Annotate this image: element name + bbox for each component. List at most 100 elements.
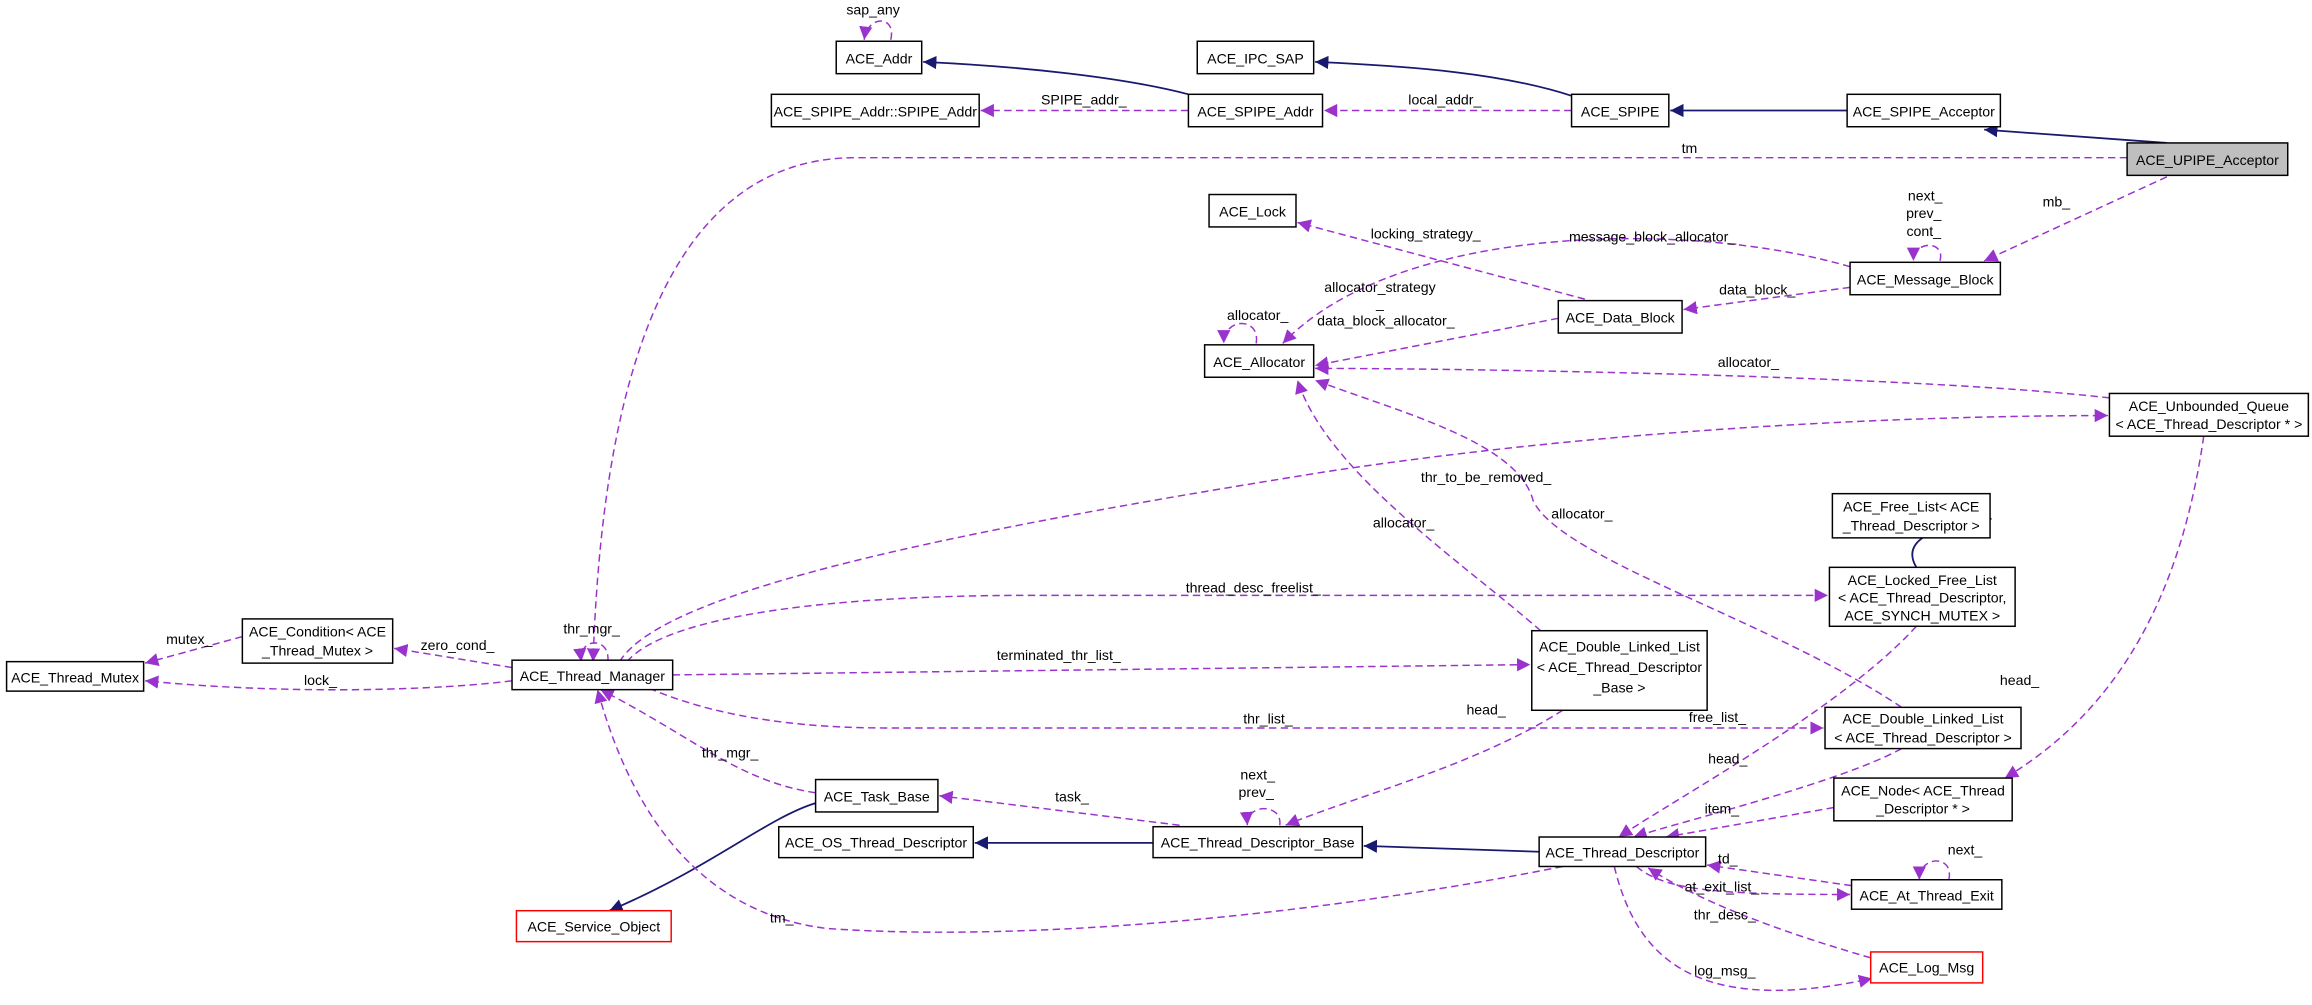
nodes: ACE_Addr ACE_IPC_SAP ACE_SPIPE_Addr::SPI…	[5, 40, 2310, 984]
edge-ate-self	[1912, 860, 1951, 880]
node-task-base[interactable]: ACE_Task_Base	[814, 778, 939, 813]
node-label: ACE_SYNCH_MUTEX >	[1844, 607, 2000, 623]
node-ace-spipe[interactable]: ACE_SPIPE	[1570, 93, 1670, 128]
label-local-addr: local_addr_	[1408, 92, 1482, 108]
node-label: ACE_Double_Linked_List	[1843, 711, 2004, 727]
node-label: ACE_Unbounded_Queue	[2129, 398, 2289, 414]
node-label: ACE_Data_Block	[1566, 310, 1676, 326]
node-ace-addr[interactable]: ACE_Addr	[835, 40, 923, 75]
label-thr-mgr: thr_mgr_	[702, 744, 760, 760]
node-condition[interactable]: ACE_Condition< ACE_Thread_Mutex >	[241, 618, 394, 664]
edge-td-tm	[594, 689, 1563, 933]
label-dll-td-allocator: allocator_	[1551, 506, 1613, 522]
edge-task-base-to-service-object	[608, 802, 816, 912]
node-label: _Descriptor * >	[1875, 800, 1970, 816]
node-ace-node[interactable]: ACE_Node< ACE_Thread_Descriptor * >	[1833, 777, 2013, 822]
node-label: ACE_Log_Msg	[1879, 960, 1974, 976]
node-ace-message-block[interactable]: ACE_Message_Block	[1849, 261, 2002, 296]
node-label: ACE_SPIPE_Addr	[1197, 103, 1313, 119]
node-os-thread-descriptor[interactable]: ACE_OS_Thread_Descriptor	[778, 825, 975, 859]
label-at-exit-list: at_exit_list_	[1685, 879, 1761, 895]
label-mb: mb_	[2043, 193, 2072, 209]
label-message-block-allocator: message_block_allocator_	[1569, 229, 1737, 245]
node-log-msg[interactable]: ACE_Log_Msg	[1869, 951, 1984, 984]
label-data-block: data_block_	[1719, 282, 1796, 298]
label-allocator-strategy-cont: _	[1375, 295, 1385, 311]
node-label: ACE_Condition< ACE	[249, 624, 386, 640]
node-label: ACE_Free_List< ACE	[1843, 498, 1979, 514]
edge-task-thr-mgr	[600, 688, 816, 794]
node-label: _Base >	[1592, 680, 1645, 696]
label-allocator-strategy: allocator_strategy	[1324, 279, 1436, 295]
edge-thr-mgr-self	[573, 642, 609, 662]
edge-tm	[586, 156, 2128, 662]
label-locking-strategy: locking_strategy_	[1371, 226, 1482, 242]
edge-spipe-addr-to-addr	[923, 55, 1189, 96]
label-log-msg: log_msg_	[1694, 963, 1756, 979]
node-ace-allocator[interactable]: ACE_Allocator	[1203, 344, 1315, 378]
edge-log-msg	[1613, 866, 1873, 992]
label-queue-allocator: allocator_	[1718, 354, 1780, 370]
node-label: < ACE_Thread_Descriptor	[1537, 659, 1703, 675]
node-label: ACE_SPIPE_Addr::SPIPE_Addr	[774, 103, 978, 119]
label-head-td: head_	[1708, 750, 1748, 766]
edge-lock	[145, 675, 513, 691]
edge-thr-list	[648, 687, 1824, 735]
node-ace-data-block[interactable]: ACE_Data_Block	[1557, 299, 1683, 334]
edge-tdb-self	[1239, 807, 1281, 826]
label-tm: tm	[1682, 140, 1698, 156]
node-label: ACE_IPC_SAP	[1207, 50, 1304, 66]
edge-td	[1707, 860, 1852, 887]
node-dll-td[interactable]: ACE_Double_Linked_List< ACE_Thread_Descr…	[1824, 706, 2022, 750]
label-item: item_	[1705, 800, 1741, 816]
node-ace-spipe-addr[interactable]: ACE_SPIPE_Addr	[1187, 93, 1324, 128]
node-locked-free-list[interactable]: ACE_Locked_Free_List< ACE_Thread_Descrip…	[1828, 566, 2016, 628]
node-ace-lock[interactable]: ACE_Lock	[1208, 193, 1297, 228]
edge-thr-desc	[1647, 867, 1871, 959]
label-head-base: head_	[1466, 702, 1506, 718]
label-head-queue: head_	[2000, 672, 2040, 688]
edge-mb	[1983, 176, 2168, 262]
label-thr-mgr-self: thr_mgr_	[563, 621, 621, 637]
edge-mutex	[144, 635, 243, 667]
node-ace-ipc-sap[interactable]: ACE_IPC_SAP	[1196, 40, 1315, 75]
edge-allocator-self	[1217, 322, 1258, 344]
node-ace-upipe-acceptor[interactable]: ACE_UPIPE_Acceptor	[2126, 142, 2289, 177]
edge-message-block-allocator	[1282, 237, 1851, 344]
node-spipe-addr-inner[interactable]: ACE_SPIPE_Addr::SPIPE_Addr	[770, 93, 980, 128]
edge-sap-any	[859, 20, 893, 40]
node-label: ACE_Allocator	[1213, 354, 1305, 370]
edge-dll-base-allocator	[1295, 379, 1542, 632]
node-at-thread-exit[interactable]: ACE_At_Thread_Exit	[1850, 879, 2003, 910]
label-tm-td: tm_	[770, 909, 795, 925]
node-label: ACE_Double_Linked_List	[1539, 638, 1700, 654]
node-label: < ACE_Thread_Descriptor,	[1838, 590, 2006, 606]
edge-zero-cond	[394, 643, 513, 669]
label-thr-to-be-removed: thr_to_be_removed_	[1421, 469, 1552, 485]
node-dll-base[interactable]: ACE_Double_Linked_List < ACE_Thread_Descr…	[1531, 629, 1708, 712]
node-label: ACE_Thread_Mutex	[11, 669, 139, 685]
edge-upipe-to-spipe-acceptor	[1984, 124, 2167, 144]
node-label: ACE_Addr	[846, 50, 913, 66]
label-mutex: mutex_	[166, 631, 213, 647]
node-thread-descriptor-base[interactable]: ACE_Thread_Descriptor_Base	[1152, 825, 1364, 859]
node-label: ACE_UPIPE_Acceptor	[2136, 152, 2279, 168]
edge-locking-strategy	[1297, 219, 1586, 300]
node-unbounded-queue[interactable]: ACE_Unbounded_Queue< ACE_Thread_Descript…	[2108, 392, 2310, 437]
edge-mb-self	[1906, 244, 1942, 262]
label-mb-prev: prev_	[1906, 205, 1942, 221]
label-ate-next: next_	[1948, 842, 1984, 858]
node-thread-manager[interactable]: ACE_Thread_Manager	[511, 659, 674, 691]
edge-thr-to-be-removed	[618, 408, 2108, 663]
edge-data-block-allocator	[1315, 317, 1559, 370]
node-thread-mutex[interactable]: ACE_Thread_Mutex	[5, 660, 145, 692]
edge-spipe-to-ipc-sap	[1315, 55, 1572, 97]
label-task: task_	[1055, 789, 1090, 805]
node-service-object[interactable]: ACE_Service_Object	[515, 909, 672, 943]
node-thread-descriptor[interactable]: ACE_Thread_Descriptor	[1538, 836, 1707, 868]
node-free-list[interactable]: ACE_Free_List< ACE_Thread_Descriptor >	[1831, 492, 1991, 539]
node-label: ACE_Task_Base	[824, 789, 930, 805]
node-label: ACE_Lock	[1219, 204, 1287, 220]
label-thread-desc-freelist: thread_desc_freelist_	[1186, 579, 1322, 595]
node-ace-spipe-acceptor[interactable]: ACE_SPIPE_Acceptor	[1846, 93, 2002, 128]
